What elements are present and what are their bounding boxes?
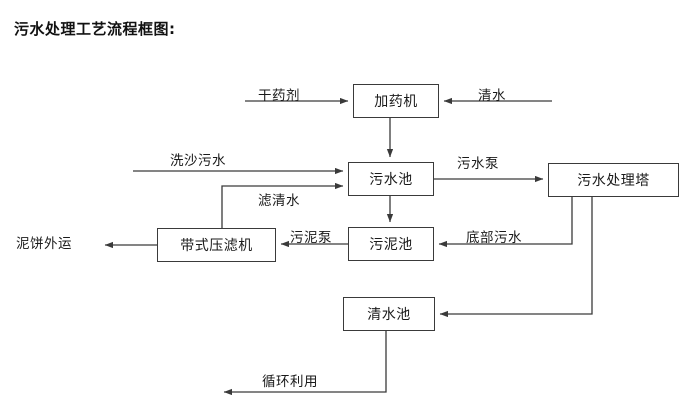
edge-label-bottom-wastewater: 底部污水 — [466, 230, 522, 246]
edge-label-dry-agent: 干药剂 — [258, 88, 300, 104]
node-belt-filter-press[interactable]: 带式压滤机 — [157, 228, 276, 262]
node-clear-water-pool[interactable]: 清水池 — [343, 297, 435, 331]
node-wastewater-pool[interactable]: 污水池 — [348, 162, 434, 196]
terminal-label-mud-cake-transport: 泥饼外运 — [16, 236, 72, 252]
edge-label-sand-wash-wastewater: 洗沙污水 — [170, 153, 226, 169]
edge-tower-to-sludge-bottom — [438, 197, 573, 248]
edge-label-filtrate-water: 滤清水 — [258, 193, 300, 209]
edge-label-sludge-pump: 污泥泵 — [290, 230, 332, 246]
edge-clear-to-recycle — [223, 331, 387, 396]
node-wastewater-treatment-tower[interactable]: 污水处理塔 — [548, 163, 679, 197]
node-sludge-pool[interactable]: 污泥池 — [348, 227, 434, 261]
edge-label-wastewater-pump: 污水泵 — [457, 156, 499, 172]
page-title: 污水处理工艺流程框图: — [14, 20, 176, 38]
edge-label-clean-water: 清水 — [478, 88, 506, 104]
edge-tower-to-clear — [439, 197, 593, 318]
edge-press-to-wwpool-filtrate — [221, 182, 344, 228]
node-dosing-machine[interactable]: 加药机 — [353, 84, 439, 118]
edge-label-recycle-reuse: 循环利用 — [262, 374, 318, 390]
